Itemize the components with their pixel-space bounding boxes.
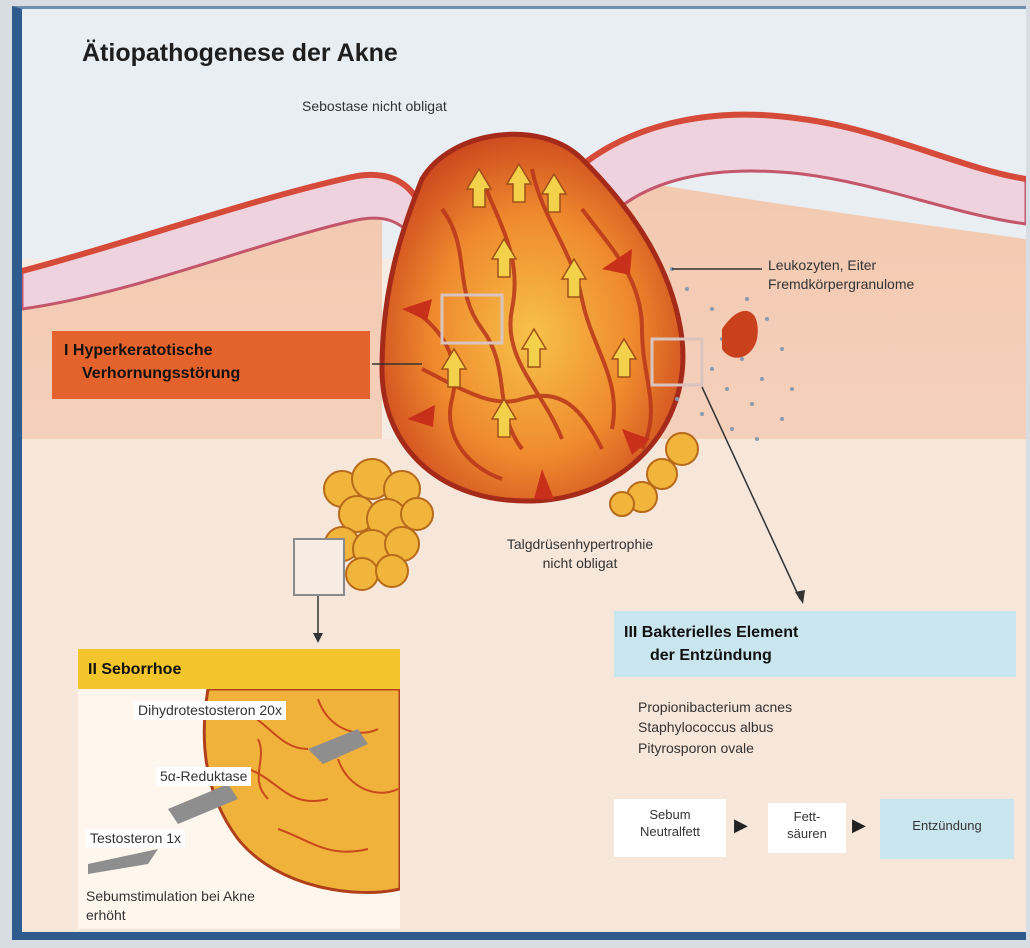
flow-step-fatty-acids: Fett- säuren bbox=[768, 803, 846, 853]
leukocytes-label: Leukozyten, Eiter Fremdkörpergranulome bbox=[768, 256, 914, 294]
testosterone-label: Testosteron 1x bbox=[86, 829, 185, 848]
section-iii-line1: III Bakterielles Element bbox=[624, 621, 1016, 644]
flow-arrow-icon: ▶ bbox=[852, 815, 866, 836]
flow-step-sebum-line2: Neutralfett bbox=[614, 824, 726, 841]
leukocytes-line: Leukozyten, Eiter bbox=[768, 256, 914, 275]
seborrhoea-inset: Dihydrotestosteron 20x 5α-Reduktase Test… bbox=[78, 689, 400, 929]
hypertrophy-line: Talgdrüsenhypertrophie bbox=[462, 535, 698, 554]
flow-step-inflammation: Entzündung bbox=[880, 799, 1014, 859]
granuloma-line: Fremdkörpergranulome bbox=[768, 275, 914, 294]
bacteria-item: Pityrosporon ovale bbox=[638, 738, 792, 758]
flow-arrow-icon: ▶ bbox=[734, 815, 748, 836]
section-iii-label: III Bakterielles Element der Entzündung bbox=[614, 611, 1016, 677]
section-i-label: I Hyperkeratotische Verhornungsstörung bbox=[52, 331, 370, 399]
bacteria-item: Staphylococcus albus bbox=[638, 717, 792, 737]
bacteria-item: Propionibacterium acnes bbox=[638, 697, 792, 717]
bacteria-list: Propionibacterium acnes Staphylococcus a… bbox=[638, 697, 792, 758]
section-ii-label: II Seborrhoe bbox=[78, 649, 400, 689]
increased-line: erhöht bbox=[86, 906, 255, 925]
flow-step-sebum: Sebum Neutralfett bbox=[614, 799, 726, 857]
flow-step-fatty-acids-line1: Fett- bbox=[768, 809, 846, 826]
section-iii-line2: der Entzündung bbox=[624, 644, 1016, 667]
flow-step-fatty-acids-line2: säuren bbox=[768, 826, 846, 843]
flow-step-sebum-line1: Sebum bbox=[614, 807, 726, 824]
hypertrophy-label: Talgdrüsenhypertrophie nicht obligat bbox=[462, 535, 698, 573]
page-title: Ätiopathogenese der Akne bbox=[82, 39, 398, 68]
section-i-line2: Verhornungsstörung bbox=[64, 362, 370, 385]
sebostase-label: Sebostase nicht obligat bbox=[302, 97, 447, 116]
diagram-frame: Ätiopathogenese der Akne Sebostase nicht… bbox=[12, 6, 1026, 940]
sebum-stimulation-line: Sebumstimulation bei Akne bbox=[86, 887, 255, 906]
section-i-line1: I Hyperkeratotische bbox=[64, 339, 370, 362]
dht-label: Dihydrotestosteron 20x bbox=[134, 701, 286, 720]
reductase-label: 5α-Reduktase bbox=[156, 767, 251, 786]
sebum-stimulation-label: Sebumstimulation bei Akne erhöht bbox=[86, 887, 255, 925]
not-obligatory-line: nicht obligat bbox=[462, 554, 698, 573]
